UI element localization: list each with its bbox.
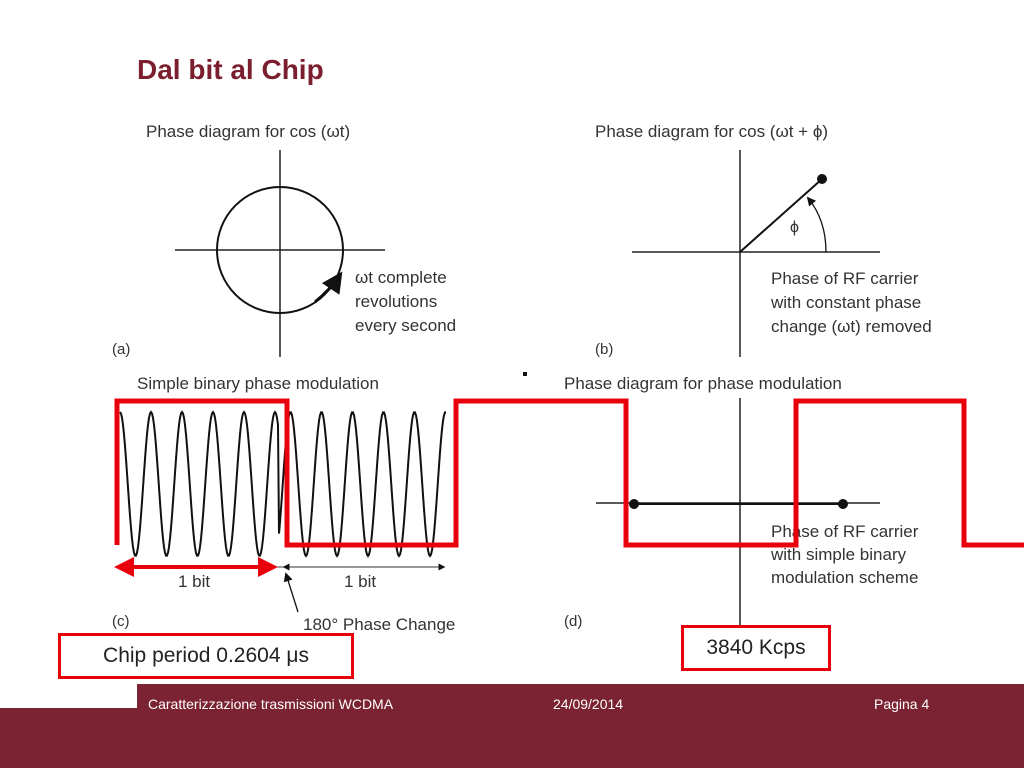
panel-a-label: (a) (112, 341, 130, 358)
panel-d: Phase diagram for phase modulation Phase… (564, 374, 919, 640)
phi-symbol: ϕ (790, 219, 799, 236)
figure: Phase diagram for cos (ωt) ωt complete r… (112, 122, 1024, 640)
panel-d-annotation-2: with simple binary (770, 545, 907, 564)
panel-b: Phase diagram for cos (ωt + ϕ) ϕ Phase o… (595, 122, 932, 358)
bpsk-waveform (119, 410, 446, 558)
slide-title: Dal bit al Chip (137, 54, 324, 85)
chip-period-callout: Chip period 0.2604 μs (58, 633, 354, 679)
panel-a-annotation-2: revolutions (355, 292, 437, 311)
panel-a-annotation-1: ωt complete (355, 268, 447, 287)
panel-b-label: (b) (595, 341, 613, 358)
angle-arrow-icon (806, 196, 827, 253)
panel-c-label: (c) (112, 613, 130, 630)
panel-c-title: Simple binary phase modulation (137, 374, 379, 393)
panel-d-title: Phase diagram for phase modulation (564, 374, 842, 393)
panel-b-title: Phase diagram for cos (ωt + ϕ) (595, 122, 828, 141)
stray-dot (523, 372, 527, 376)
phase-circle (216, 186, 344, 314)
chip-rate-callout: 3840 Kcps (681, 625, 831, 671)
chip-sequence-overlay (114, 398, 1024, 548)
footer-date: 24/09/2014 (553, 696, 624, 712)
footer-strip (137, 684, 1024, 724)
panel-d-annotation-3: modulation scheme (771, 568, 918, 587)
panel-d-annotation-1: Phase of RF carrier (771, 522, 919, 541)
footer-page-number: Pagina 4 (874, 696, 930, 712)
constellation-point-1 (838, 499, 848, 509)
phasor-point (817, 174, 827, 184)
panel-b-annotation-2: with constant phase (770, 293, 921, 312)
bit-label-1: 1 bit (178, 572, 210, 591)
panel-a: Phase diagram for cos (ωt) ωt complete r… (112, 122, 456, 358)
panel-a-annotation-3: every second (355, 316, 456, 335)
footer-bar: Caratterizzazione trasmissioni WCDMA 24/… (0, 684, 1024, 768)
rotation-arrow-icon (314, 271, 343, 304)
phase-change-label: 180° Phase Change (303, 615, 455, 634)
phase-change-pointer-icon (283, 572, 299, 613)
constellation-point-0 (629, 499, 639, 509)
bit-label-2: 1 bit (344, 572, 376, 591)
panel-c: Simple binary phase modulation 1 bit 1 b… (112, 374, 455, 634)
panel-b-annotation-3: change (ωt) removed (771, 317, 932, 336)
panel-d-label: (d) (564, 613, 582, 630)
panel-a-title: Phase diagram for cos (ωt) (146, 122, 350, 141)
panel-b-annotation-1: Phase of RF carrier (771, 269, 919, 288)
footer-course: Caratterizzazione trasmissioni WCDMA (148, 696, 394, 712)
phasor-vector (739, 178, 823, 253)
